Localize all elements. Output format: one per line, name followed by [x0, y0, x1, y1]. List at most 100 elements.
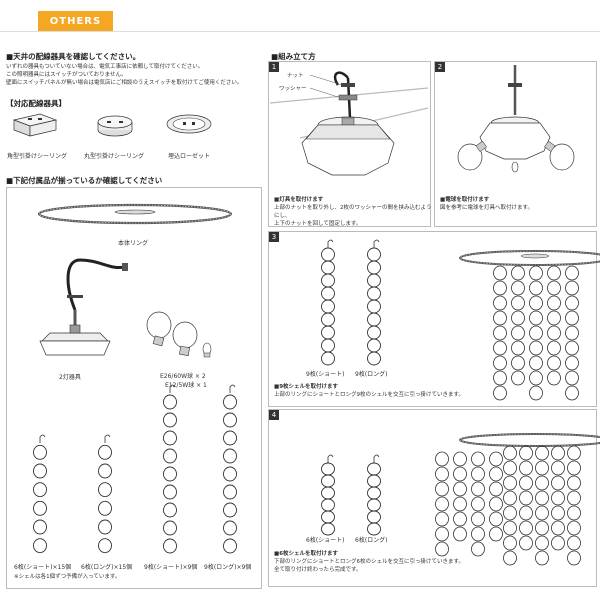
square-ceiling-icon — [12, 113, 58, 137]
chain-shell — [223, 394, 237, 410]
chain-6-long-illustration — [98, 434, 112, 554]
drape-shell — [551, 475, 565, 491]
drape-shell — [547, 325, 561, 341]
step-2-caption: ■電球を取付けます — [440, 197, 490, 203]
step-4-number: 4 — [269, 410, 279, 420]
drape-shell — [489, 481, 503, 497]
chain-label-2: 6枚(ロング)×15個 — [81, 564, 133, 571]
drape-shell — [565, 295, 579, 311]
step-3-assembled-illustration — [459, 250, 600, 401]
chain-9-long-illustration — [223, 384, 237, 554]
chain-shell — [163, 430, 177, 446]
fixture-illustration — [39, 258, 128, 356]
chain-6-short-illustration — [33, 434, 47, 554]
bulb-label-2: E12/5W球 × 1 — [165, 382, 207, 389]
fixture-label: 2灯器具 — [59, 374, 81, 381]
drape-shell — [529, 295, 543, 311]
drape-shell — [489, 451, 503, 467]
step-2-desc: 図を参考に電球を灯具へ取付けます。 — [440, 204, 595, 212]
chain-hook — [373, 239, 380, 248]
chain-shell — [367, 260, 381, 275]
chain-shell — [98, 519, 112, 535]
round-ceiling-icon — [97, 115, 133, 137]
drape-shell — [529, 355, 543, 371]
step-2-desc-line-1: 図を参考に電球を灯具へ取付けます。 — [440, 205, 533, 211]
header-divider — [0, 31, 600, 32]
drape-shell — [471, 466, 485, 482]
chain-shell — [163, 520, 177, 536]
chain-shell — [98, 500, 112, 516]
drape-shell — [567, 520, 581, 536]
chain-shell — [223, 430, 237, 446]
check-notes: いずれの器具もついていない場合は、電気工事店に依頼して取付けてください。 この照… — [6, 63, 266, 87]
drape-shell — [547, 310, 561, 326]
drape-shell — [547, 280, 561, 296]
drape-shell — [493, 340, 507, 356]
drape-shell — [551, 460, 565, 476]
chain-shell — [367, 247, 381, 262]
chain-shell — [367, 510, 381, 524]
drape-shell — [435, 526, 449, 542]
step-1-callout-nut: ナット — [287, 73, 304, 79]
drape-shell — [519, 505, 533, 521]
drape-shell — [489, 466, 503, 482]
chain-shell — [33, 444, 47, 460]
drape-shell — [453, 496, 467, 512]
drape-shell — [519, 445, 533, 461]
drape-shell — [453, 511, 467, 527]
fixture-label-round: 丸型引掛けシーリング — [84, 153, 145, 160]
drape-shell — [565, 370, 579, 386]
chain-shell — [163, 466, 177, 482]
drape-shell — [435, 496, 449, 512]
drape-shell — [567, 535, 581, 551]
chain-shell — [33, 500, 47, 516]
drape-shell — [511, 340, 525, 356]
drape-shell — [493, 370, 507, 386]
drape-shell — [471, 451, 485, 467]
drape-shell — [535, 505, 549, 521]
chain-hook — [39, 434, 46, 443]
step-3-desc-line-1: 上部のリングにショートとロング9枚のシェルを交互に引っ掛けていきます。 — [274, 392, 464, 398]
chain-shell — [163, 538, 177, 554]
chain-shell — [98, 482, 112, 498]
chain-shell — [367, 273, 381, 288]
chain-shell — [321, 312, 335, 327]
chain-hook — [169, 384, 176, 393]
drape-shell — [565, 280, 579, 296]
chain-shell — [321, 486, 335, 500]
chain-shell — [163, 502, 177, 518]
chain-label-3: 9枚(ショート)×9個 — [144, 564, 198, 571]
drape-shell — [551, 445, 565, 461]
chain-hook — [104, 434, 111, 443]
parts-box — [6, 187, 262, 589]
drape-shell — [551, 535, 565, 551]
drape-shell — [529, 280, 543, 296]
drape-shell — [489, 511, 503, 527]
chain-shell — [33, 538, 47, 554]
step-3-chain-short — [321, 239, 335, 366]
drape-shell — [511, 265, 525, 281]
step-4-box — [268, 409, 597, 587]
chain-shell — [321, 498, 335, 512]
drape-shell — [565, 310, 579, 326]
drape-shell — [493, 295, 507, 311]
drape-shell — [519, 535, 533, 551]
drape-shell — [503, 535, 517, 551]
drape-shell — [435, 511, 449, 527]
drape-shell — [535, 550, 549, 566]
step-4-caption: ■6枚シェルを取付けます — [274, 551, 339, 557]
step-1-desc-line-1: 上部のナットを取り外し、2枚のワッシャーの間を挟み込むようにし、 — [274, 205, 432, 219]
drape-shell — [453, 466, 467, 482]
chain-shell — [163, 412, 177, 428]
drape-shell — [547, 295, 561, 311]
drape-shell — [503, 550, 517, 566]
chain-shell — [33, 463, 47, 479]
drape-shell — [535, 445, 549, 461]
chain-shell — [223, 520, 237, 536]
drape-shell — [489, 526, 503, 542]
drape-shell — [565, 385, 579, 401]
chain-shell — [321, 522, 335, 536]
drape-shell — [503, 520, 517, 536]
drape-shell — [471, 541, 485, 557]
step-3-chain-label-2: 9枚(ロング) — [355, 371, 388, 378]
